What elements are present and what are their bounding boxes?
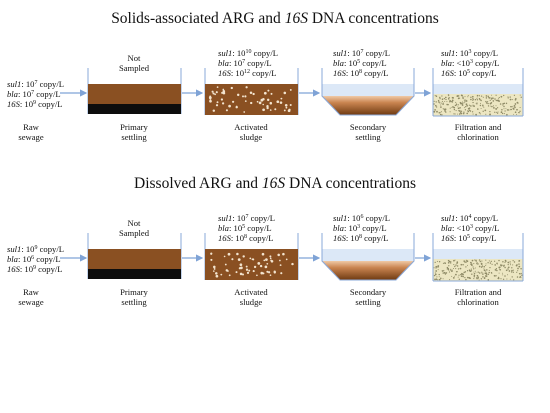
activated-sludge-concentrations: sul1: 1010 copy/L bla: 107 copy/L 16S: 1… — [218, 48, 278, 79]
secondary-settling-tank — [321, 233, 415, 281]
filtration-concentrations: sul1: 104 copy/L bla: <103 copy/L 16S: 1… — [441, 213, 500, 244]
secondary-settling-concentrations: sul1: 107 copy/L bla: 105 copy/L 16S: 10… — [333, 48, 390, 79]
activated-sludge-tank — [204, 233, 299, 280]
activated-sludge-tank — [204, 68, 299, 115]
filtration-tank — [432, 233, 524, 282]
raw-sewage-concentrations: sul1: 107 copy/L bla: 107 copy/L 16S: 10… — [7, 79, 64, 110]
primary-settling-tank — [87, 233, 182, 279]
panel-title-dissolved: Dissolved ARG and 16S DNA concentrations — [134, 175, 416, 192]
panel-dissolved-graphics — [60, 233, 524, 282]
panel-title-solids: Solids-associated ARG and 16S DNA concen… — [111, 10, 439, 27]
secondary-settling-tank — [321, 68, 415, 116]
raw-sewage-concentrations: sul1: 109 copy/L bla: 106 copy/L 16S: 10… — [7, 244, 64, 275]
filtration-tank — [432, 68, 524, 117]
panel-solids-graphics — [60, 68, 524, 117]
filtration-concentrations: sul1: 103 copy/L bla: <103 copy/L 16S: 1… — [441, 48, 500, 79]
activated-sludge-concentrations: sul1: 107 copy/L bla: 105 copy/L 16S: 10… — [218, 213, 275, 244]
secondary-settling-concentrations: sul1: 106 copy/L bla: 103 copy/L 16S: 10… — [333, 213, 390, 244]
primary-settling-tank — [87, 68, 182, 114]
